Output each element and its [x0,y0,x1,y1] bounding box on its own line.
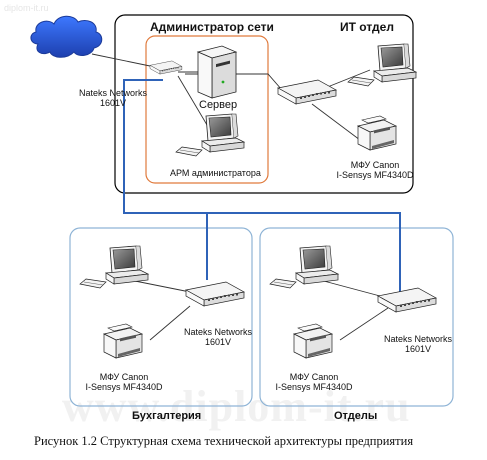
accounting-mfp-label-line2: I-Sensys MF4340D [85,382,163,392]
it-mfp-label-line2: I-Sensys MF4340D [336,170,414,180]
internet-label: Internet [54,70,85,80]
departments-switch-label: Nateks Networks 1601V [380,334,456,354]
departments-title: Отделы [334,410,378,422]
departments-mfp-label: МФУ Canon I-Sensys MF4340D [264,372,364,392]
connection-lines [91,53,389,341]
departments-switch-label-line2: 1601V [404,344,432,354]
figure-caption: Рисунок 1.2 Структурная схема техническо… [34,434,414,448]
it-switch-icon [277,79,337,105]
accounting-frame [69,227,253,407]
router-label-line1: Nateks Networks [78,88,148,98]
admin-pc-label: АРМ администратора [170,168,261,178]
it-mfp-label: МФУ Canon I-Sensys MF4340D [330,160,420,180]
accounting-mfp-label-line1: МФУ Canon [99,372,149,382]
server-icon [196,45,238,99]
departments-mfp-icon [293,323,333,359]
it-mfp-label-line1: МФУ Canon [350,160,400,170]
accounting-switch-label: Nateks Networks 1601V [180,327,256,347]
accounting-title: Бухгалтерия [132,410,202,422]
it-department-title: ИТ отдел [340,20,394,34]
main-network-frame [114,14,414,194]
admin-zone-title: Администратор сети [150,20,274,34]
accounting-switch-label-line1: Nateks Networks [183,327,253,337]
departments-mfp-label-line1: МФУ Canon [289,372,339,382]
watermark-top: diplom-it.ru [4,3,49,13]
accounting-switch-icon [185,281,245,307]
admin-zone-frame [145,35,269,184]
departments-frame [259,227,454,407]
internet-cloud-icon [30,15,103,58]
it-mfp-icon [357,115,397,151]
router-icon [149,60,183,75]
server-label: Сервер [199,99,238,111]
router-label: Nateks Networks 1601V [78,88,148,108]
trunk-links [123,79,401,292]
departments-switch-label-line1: Nateks Networks [383,334,453,344]
departments-mfp-label-line2: I-Sensys MF4340D [275,382,353,392]
router-label-line2: 1601V [99,98,127,108]
accounting-mfp-label: МФУ Canon I-Sensys MF4340D [74,372,174,392]
admin-workstation-icon [175,113,245,157]
it-workstation-icon [347,43,417,87]
accounting-switch-label-line2: 1601V [204,337,232,347]
accounting-mfp-icon [103,323,143,359]
